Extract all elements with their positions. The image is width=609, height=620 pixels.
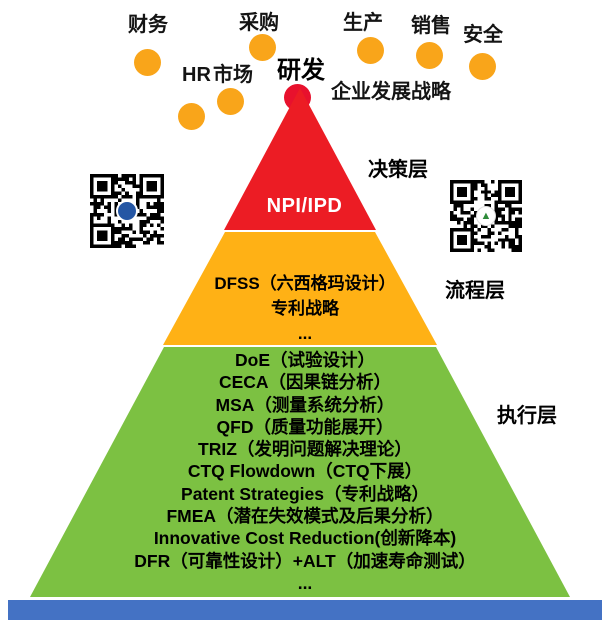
bubble-label-market: 市场 <box>213 64 253 86</box>
qr-code-right-icon: ▲ <box>450 180 522 252</box>
bubble-sales <box>416 42 443 69</box>
bottom-bar <box>8 600 602 620</box>
qr-code-left-icon <box>90 174 164 248</box>
execution-line: FMEA（潜在失效模式及后果分析） <box>166 506 444 527</box>
pyramid <box>30 88 570 597</box>
process-line: 专利战略 <box>271 299 339 318</box>
bubble-label-sales: 销售 <box>411 15 451 37</box>
execution-layer-text: DoE（试验设计） CECA（因果链分析） MSA（测量系统分析） QFD（质量… <box>55 349 555 594</box>
execution-line: TRIZ（发明问题解决理论） <box>198 439 412 460</box>
strategy-label: 企业发展战略 <box>331 81 451 103</box>
execution-line: DFR（可靠性设计）+ALT（加速寿命测试） <box>134 550 476 571</box>
bubble-label-hr: HR <box>182 64 211 86</box>
decision-layer-label: NPI/IPD <box>266 195 343 217</box>
bubble-safety <box>469 53 496 80</box>
process-line: DFSS（六西格玛设计） <box>214 274 396 293</box>
execution-line: ... <box>297 572 313 593</box>
process-line: ... <box>297 324 313 343</box>
side-label-decision: 决策层 <box>368 159 428 181</box>
execution-line: CTQ Flowdown（CTQ下展） <box>187 461 423 482</box>
execution-line: MSA（测量系统分析） <box>215 394 395 415</box>
execution-line: DoE（试验设计） <box>235 350 375 370</box>
bubble-label-safety: 安全 <box>463 24 503 46</box>
side-label-process: 流程层 <box>445 280 505 302</box>
process-layer-text: DFSS（六西格玛设计） 专利战略 ... <box>55 271 555 346</box>
bubble-finance <box>134 49 161 76</box>
bubble-market <box>217 88 244 115</box>
qr-right-logo-icon: ▲ <box>476 206 496 226</box>
qr-left-logo-icon <box>116 200 138 222</box>
execution-line: CECA（因果链分析） <box>218 372 392 393</box>
execution-line: Patent Strategies（专利战略） <box>181 483 429 504</box>
bubble-hr <box>178 103 205 130</box>
execution-line: QFD（质量功能展开） <box>216 416 394 437</box>
bubble-label-production: 生产 <box>343 12 383 34</box>
bubble-procurement <box>249 34 276 61</box>
side-label-execution: 执行层 <box>497 405 557 427</box>
execution-line: Innovative Cost Reduction(创新降本) <box>153 528 457 549</box>
rd-label: 研发 <box>277 57 325 84</box>
bubble-label-finance: 财务 <box>128 14 168 36</box>
bubble-label-procurement: 采购 <box>239 12 279 34</box>
bubble-production <box>357 37 384 64</box>
